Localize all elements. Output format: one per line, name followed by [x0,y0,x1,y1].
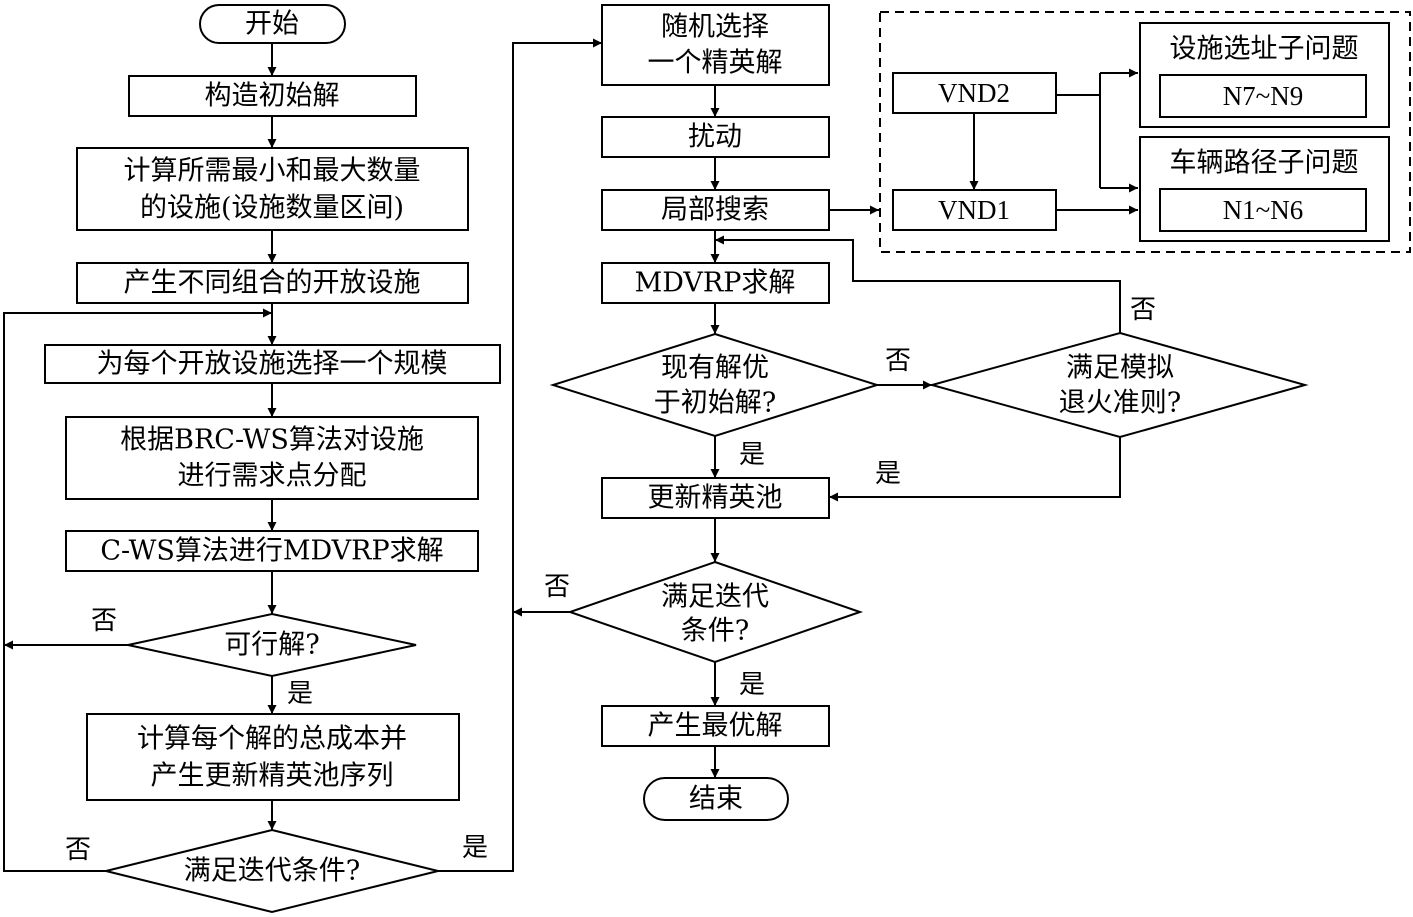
feasible-label: 可行解? [224,630,319,661]
better-no-label: 否 [885,346,911,376]
feasible-yes-label: 是 [287,679,313,709]
assign-demand-line2: 进行需求点分配 [178,461,367,492]
annealing-criterion-line2: 退火准则? [1059,388,1181,419]
loop-back-line [3,308,272,872]
compute-cost-line1: 计算每个解的总成本并 [137,724,407,755]
compute-range-line1: 计算所需最小和最大数量 [124,156,421,187]
mdvrp-solve-label: MDVRP求解 [635,268,796,299]
better-than-initial-decision [549,332,881,438]
local-search-label: 局部搜索 [661,195,769,226]
random-pick-box [601,4,830,86]
mdvrp-solve-box [601,262,830,304]
update-pool-label: 更新精英池 [648,483,783,514]
annealing-no-label: 否 [1130,295,1156,325]
assign-demand-box [65,416,479,500]
choose-scale-label: 为每个开放设施选择一个规模 [97,349,448,380]
iteration-check-left-label: 满足迭代条件? [184,856,360,887]
random-pick-line2: 一个精英解 [648,48,783,79]
iteration-check-right-line2: 条件? [681,616,749,647]
random-pick-line1: 随机选择 [661,12,769,43]
facility-subproblem-title: 设施选址子问题 [1170,34,1359,65]
annealing-criterion-decision [928,331,1309,439]
construct-initial-label: 构造初始解 [205,81,340,112]
routing-subproblem-title: 车辆路径子问题 [1170,148,1359,179]
facility-range-box [1159,74,1367,118]
optimal-solution-label: 产生最优解 [648,711,783,742]
update-pool-box [601,477,830,519]
end-label: 结束 [689,784,743,815]
iteration-right-no-label: 否 [544,572,570,602]
better-than-initial-line2: 于初始解? [654,388,776,419]
vnd1-box [892,189,1057,231]
annealing-criterion-line1: 满足模拟 [1066,353,1174,384]
perturb-label: 扰动 [688,122,742,153]
vnd1-label: VND1 [938,195,1010,225]
compute-cost-line2: 产生更新精英池序列 [151,761,394,792]
end-terminal [643,777,789,821]
iteration-left-no-label: 否 [65,835,91,865]
better-than-initial-line1: 现有解优 [661,353,769,384]
assign-demand-line1: 根据BRC-WS算法对设施 [120,425,424,456]
facility-range-label: N7~N9 [1223,81,1304,111]
annealing-no-line [715,235,1121,333]
iteration-left-yes-label: 是 [462,833,488,863]
vnd2-label: VND2 [938,78,1010,108]
vnd2-box [892,72,1057,114]
routing-range-box [1159,188,1367,232]
generate-combinations-label: 产生不同组合的开放设施 [124,268,421,299]
better-yes-label: 是 [739,440,765,470]
annealing-yes-label: 是 [875,459,901,489]
feasible-no-label: 否 [91,606,117,636]
annealing-yes-line [829,437,1121,502]
iteration-check-left-decision [105,828,439,914]
start-label: 开始 [245,9,299,40]
construct-initial-box [128,75,417,117]
compute-range-line2: 的设施(设施数量区间) [140,193,404,224]
generate-combinations-box [76,262,469,304]
iteration-right-yes-label: 是 [739,670,765,700]
iteration-check-right-line1: 满足迭代 [661,582,769,613]
vnd-panel [879,11,1411,253]
routing-range-label: N1~N6 [1223,195,1304,225]
to-random-pick-line [438,38,602,872]
cws-solve-label: C-WS算法进行MDVRP求解 [100,536,443,567]
optimal-solution-box [601,705,830,747]
